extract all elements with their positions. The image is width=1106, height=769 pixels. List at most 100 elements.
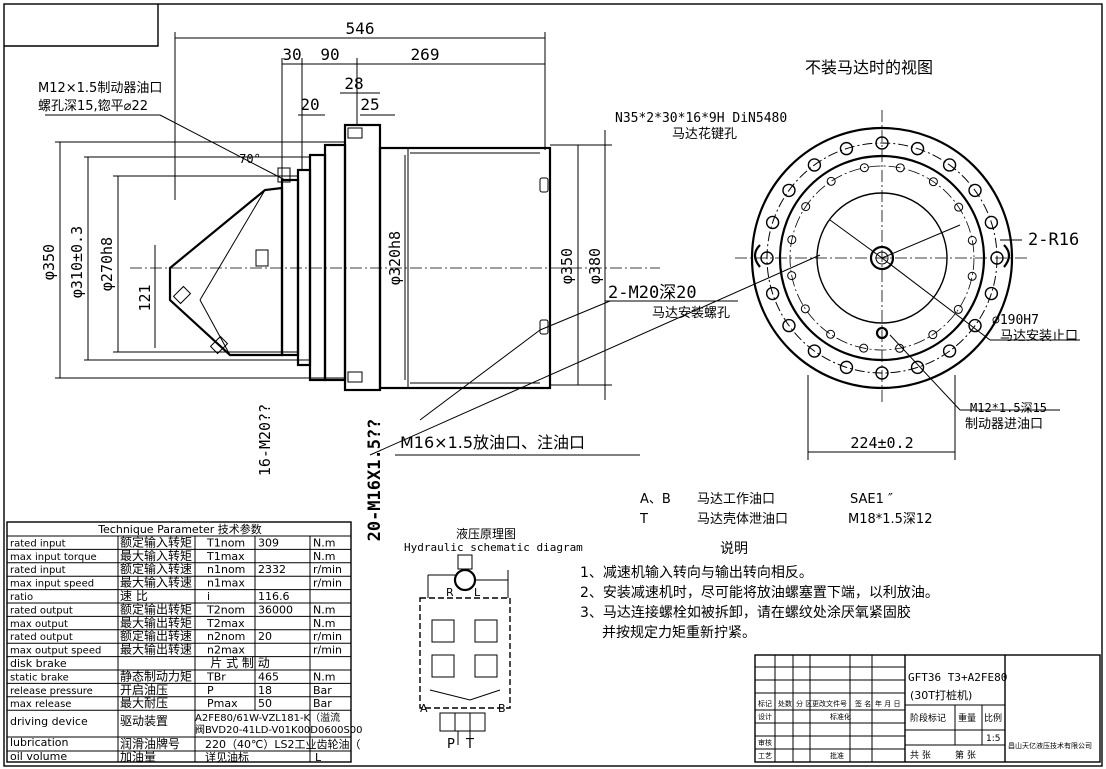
- brake-param-unit: N.m: [313, 670, 335, 683]
- param-val: 20: [258, 630, 272, 643]
- inner-bolt-hole: [928, 330, 938, 340]
- tb-row1-5: 年 月 日: [875, 699, 900, 708]
- param-sym: n1nom: [207, 563, 245, 576]
- inner-bolt-hole: [787, 271, 797, 281]
- outer-bolt-hole: [910, 141, 925, 156]
- param-en: rated output: [10, 632, 73, 643]
- view-title: 不装马达时的视图: [805, 58, 933, 77]
- oil-volume-unit: L: [315, 751, 322, 764]
- outer-bolt-hole: [765, 286, 780, 301]
- oil-volume-val: 详见油标: [205, 750, 249, 764]
- disk-brake-cn: 片 式 制 动: [210, 656, 269, 670]
- port-name-t: 马达壳体泄油口: [697, 512, 788, 527]
- hydraulic-schematic: 液压原理图 Hydraulic schematic diagram R L A …: [404, 526, 583, 752]
- lubrication-val: 220（40℃）LS2工业齿轮油（: [205, 737, 360, 751]
- outer-bolt-hole: [984, 286, 999, 301]
- brake-param-sym: P: [207, 684, 214, 697]
- note-m12: M12*1.5深15: [970, 401, 1047, 415]
- outer-bolt-hole: [782, 183, 796, 198]
- oil-volume-en: oil volume: [10, 750, 67, 763]
- brake-param-val: 465: [258, 670, 279, 683]
- param-en: max output speed: [10, 646, 101, 657]
- explain-line-3: 3、马达连接螺栓如被拆卸，请在螺纹处涂厌氧紧固胶: [580, 604, 911, 621]
- tb-di: 第 张: [955, 749, 976, 761]
- note-m20: 2-M20深20: [608, 283, 697, 303]
- dim-90: 90: [320, 45, 339, 64]
- inner-bolt-hole: [967, 271, 977, 281]
- tb-name-2: (30T打桩机): [910, 688, 972, 702]
- dim-m16-bolts: 20-M16X1.5??: [365, 419, 385, 542]
- tb-row1-3: 更改文件号: [812, 699, 847, 708]
- outer-bolt-hole: [984, 215, 999, 230]
- oil-volume-cn: 加油量: [120, 750, 156, 764]
- dim-phi350-right: φ350: [558, 248, 576, 284]
- drawing-border: [3, 3, 1103, 767]
- hydraulic-title: 液压原理图: [456, 526, 516, 541]
- note-phi190-cn: 马达安装止口: [1000, 329, 1078, 344]
- param-cn: 最大输入转矩: [120, 548, 192, 563]
- dim-28: 28: [344, 74, 363, 93]
- tb-pizhun: 批准: [830, 751, 844, 760]
- lubrication-cn: 润滑油牌号: [120, 737, 180, 751]
- inner-bolt-hole: [787, 235, 797, 245]
- brake-param-sym: TBr: [206, 670, 226, 683]
- outer-flange-circle: [750, 126, 1014, 390]
- brake-param-en: release pressure: [10, 686, 93, 697]
- inner-bolt-holes: [787, 163, 977, 353]
- dim-70deg: 70°: [239, 152, 261, 166]
- tb-biaozhun: 标准化: [830, 712, 851, 721]
- param-cn: 额定输入转矩: [120, 534, 192, 549]
- param-unit: r/min: [313, 644, 342, 657]
- hydraulic-motor: [168, 186, 284, 357]
- pilot-circle: [816, 192, 948, 324]
- driving-val-1: A2FE80/61W-VZL181-K（溢流: [195, 711, 340, 724]
- outer-bolt-hole: [839, 141, 854, 156]
- outer-bolt-hole: [760, 251, 774, 265]
- brake-param-unit: Bar: [313, 697, 332, 710]
- param-sym: i: [207, 590, 210, 603]
- inner-bolt-hole: [800, 304, 810, 314]
- param-sym: T1nom: [206, 536, 245, 549]
- param-en: max input speed: [10, 579, 94, 590]
- dim-phi380: φ380: [586, 248, 604, 284]
- brake-param-cn: 开启油压: [120, 683, 168, 697]
- tb-row1-0: 标记: [758, 699, 772, 708]
- hyd-label-a: A: [420, 702, 428, 715]
- param-unit: N.m: [313, 603, 335, 616]
- hydraulic-subtitle: Hydraulic schematic diagram: [404, 541, 583, 554]
- dim-m20-bolts: 16-M20??: [256, 404, 274, 476]
- outer-bolt-hole: [990, 251, 1004, 265]
- note-m20-cn: 马达安装螺孔: [652, 306, 730, 321]
- brake-param-sym: Pmax: [207, 697, 238, 710]
- outer-bolt-hole: [942, 344, 957, 358]
- note-r16: 2-R16: [1028, 230, 1079, 250]
- tb-company: 昌山天亿液压技术有限公司: [1008, 741, 1092, 750]
- outer-bolt-holes: [760, 136, 1004, 380]
- note-drain: M16×1.5放油口、注油口: [400, 433, 585, 452]
- dim-224: 224±0.2: [850, 434, 913, 452]
- param-cn: 额定输入转速: [120, 561, 192, 576]
- explain-title: 说明: [720, 541, 748, 557]
- param-cn: 速 比: [120, 589, 148, 603]
- param-cn: 额定输出转矩: [120, 601, 192, 616]
- tb-shenhe: 审核: [758, 738, 772, 747]
- explain-line-4: 并按规定力矩重新拧紧。: [602, 625, 756, 641]
- outer-bolt-hole: [875, 366, 889, 380]
- note-spline: N35*2*30*16*9H DiN5480: [615, 111, 787, 126]
- motor-symbol: [453, 568, 477, 592]
- inner-bolt-hole: [826, 176, 836, 186]
- corner-box: [4, 4, 159, 47]
- inner-bolt-hole: [859, 163, 869, 173]
- port-code-t: T: [639, 512, 648, 527]
- tb-gongyi: 工艺: [758, 752, 772, 760]
- param-en: rated output: [10, 605, 73, 616]
- dim-25: 25: [360, 95, 379, 114]
- outer-bolt-hole: [968, 183, 982, 198]
- outer-bolt-hole: [910, 360, 925, 375]
- param-unit: r/min: [313, 630, 342, 643]
- outer-bolt-hole: [807, 344, 822, 358]
- dim-phi350-left: φ350: [40, 244, 58, 280]
- param-en: ratio: [10, 592, 33, 603]
